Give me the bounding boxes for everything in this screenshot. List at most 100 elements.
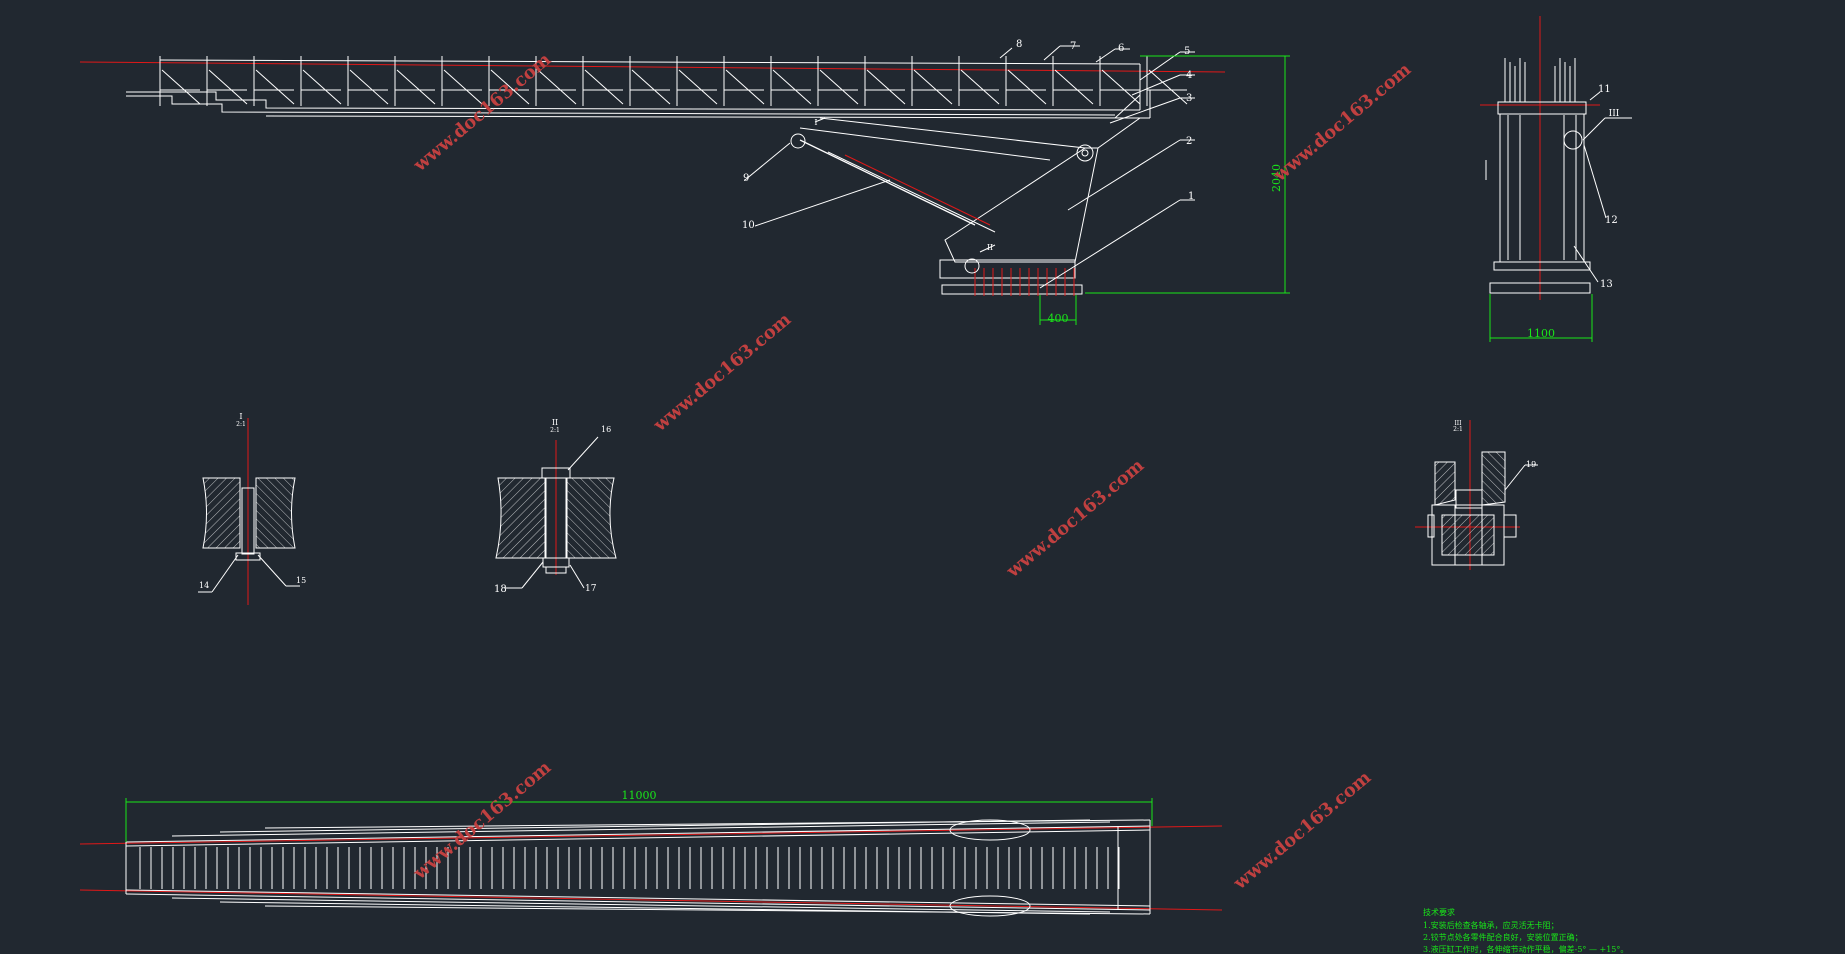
watermark-6: www.doc163.com (1229, 767, 1375, 895)
dim-width-end: 1100 (1527, 327, 1555, 340)
rung-brace (725, 69, 765, 105)
plan-rail-top-2 (125, 829, 1151, 847)
detail-III-left-plate (1434, 461, 1456, 506)
part-label-9: 9 (743, 173, 749, 184)
callout-I: I (814, 118, 817, 127)
base-plate (941, 284, 1083, 295)
detail-I-bolt (241, 487, 255, 555)
dim-base-offset: 400 (1048, 312, 1069, 325)
leaders (744, 45, 1195, 289)
part-label-7: 7 (1070, 41, 1076, 52)
plan-column-bottom (949, 895, 1031, 917)
plan-centerline-bottom (79, 889, 1223, 911)
rung-brace (161, 69, 201, 105)
support-column (944, 147, 1099, 263)
rung-brace (1054, 69, 1094, 105)
rung-brace (1101, 69, 1141, 105)
rung-brace (443, 69, 483, 105)
cylinder-centerline (844, 154, 991, 226)
watermark-2: www.doc163.com (1269, 59, 1415, 187)
plan-rail-bottom-2 (125, 893, 1151, 911)
bottom-chord (265, 115, 1141, 119)
part-labels: 1 2 3 4 5 6 7 8 9 10 11 12 13 14 15 16 1… (199, 39, 1618, 595)
lower-chord (126, 91, 1141, 111)
part-label-10: 10 (742, 220, 755, 231)
part-label-4: 4 (1186, 70, 1192, 81)
technical-requirements: 技术要求 1.安装后检查各轴承，应灵活无卡阻； 2.铰节点处各零件配合良好，安装… (1423, 907, 1628, 954)
detail-III-pin-top (1455, 489, 1483, 509)
end-view (1480, 16, 1632, 300)
detail-III-right-plate (1481, 451, 1506, 506)
tech-req-title: 技术要求 (1423, 907, 1455, 917)
end-view-base-frame (1493, 261, 1591, 271)
detail-III-shaft (1441, 514, 1495, 556)
plan-column-top (949, 819, 1031, 841)
rung-brace (913, 69, 953, 105)
part-label-18: 18 (494, 584, 507, 595)
part-label-12: 12 (1605, 215, 1618, 226)
hydraulic-rod (827, 151, 996, 233)
rung-brace (396, 69, 436, 105)
end-view-base-plate (1489, 282, 1591, 294)
detail-I-left-block (202, 477, 241, 549)
rung-brace (349, 69, 389, 105)
end-view-cross-frame (1497, 101, 1587, 115)
plan-rungs (139, 847, 1120, 889)
rung-brace (631, 69, 671, 105)
rung-brace (537, 69, 577, 105)
part-label-6: 6 (1118, 43, 1124, 54)
part-label-8: 8 (1016, 39, 1022, 50)
detail-I-title: I (239, 412, 242, 421)
end-view-rungs (1504, 58, 1576, 102)
tech-req-item-2: 2.铰节点处各零件配合良好，安装位置正确； (1423, 932, 1583, 942)
plan-centerline-top (79, 825, 1223, 845)
plan-dimension (125, 798, 1153, 842)
base-frame (939, 259, 1076, 279)
detail-I-scale: 2:1 (236, 421, 246, 428)
part-label-14: 14 (199, 581, 209, 590)
part-label-1: 1 (1188, 191, 1194, 202)
rung-brace (584, 69, 624, 105)
watermark-3: www.doc163.com (649, 309, 795, 437)
rung-brace (960, 69, 1000, 105)
part-label-3: 3 (1186, 93, 1192, 104)
detail-II-right-block (566, 477, 617, 559)
detail-III-scale: 2:1 (1453, 426, 1463, 433)
part-label-5: 5 (1184, 46, 1190, 57)
detail-II-washer (545, 566, 567, 574)
boom-brace (799, 127, 1051, 161)
detail-III-view (1415, 420, 1538, 570)
part-label-13: 13 (1600, 279, 1613, 290)
watermark-5: www.doc163.com (409, 757, 555, 885)
pin-center (1081, 149, 1089, 157)
column-top (1097, 117, 1141, 149)
tech-req-item-3: 3.液压缸工作时，各伸缩节动作平稳，偏差-5° — +15°。 (1423, 944, 1628, 954)
detail-III-title: III (1454, 420, 1462, 427)
part-label-2: 2 (1186, 136, 1192, 147)
part-label-11: 11 (1598, 84, 1611, 95)
nose-slope (1114, 94, 1141, 119)
plan-view (79, 819, 1223, 917)
rung-brace (255, 69, 295, 105)
detail-III-marker (1563, 130, 1583, 150)
callout-III: III (1609, 109, 1620, 119)
part-label-15: 15 (296, 576, 306, 585)
callout-II: II (987, 243, 993, 252)
rung-posts (159, 56, 1188, 106)
side-view-dimensions (1039, 55, 1290, 325)
end-view-dimension (1489, 294, 1593, 342)
detail-I-right-block (255, 477, 296, 549)
tech-req-item-1: 1.安装后检查各轴承，应灵活无卡阻； (1423, 920, 1559, 930)
boom-brace-2 (819, 117, 1086, 149)
plan-rail-top-1 (125, 825, 1151, 843)
detail-II-marker (964, 258, 980, 274)
detail-I-view (198, 418, 300, 605)
centerline (79, 61, 1226, 73)
plan-rail-bottom-1 (125, 889, 1151, 907)
part-label-16: 16 (601, 425, 611, 434)
part-label-17: 17 (585, 584, 597, 594)
detail-II-left-block (495, 477, 546, 559)
rung-brace (1007, 69, 1047, 105)
rung-brace (866, 69, 906, 105)
column-pivot-pin (1076, 144, 1094, 162)
